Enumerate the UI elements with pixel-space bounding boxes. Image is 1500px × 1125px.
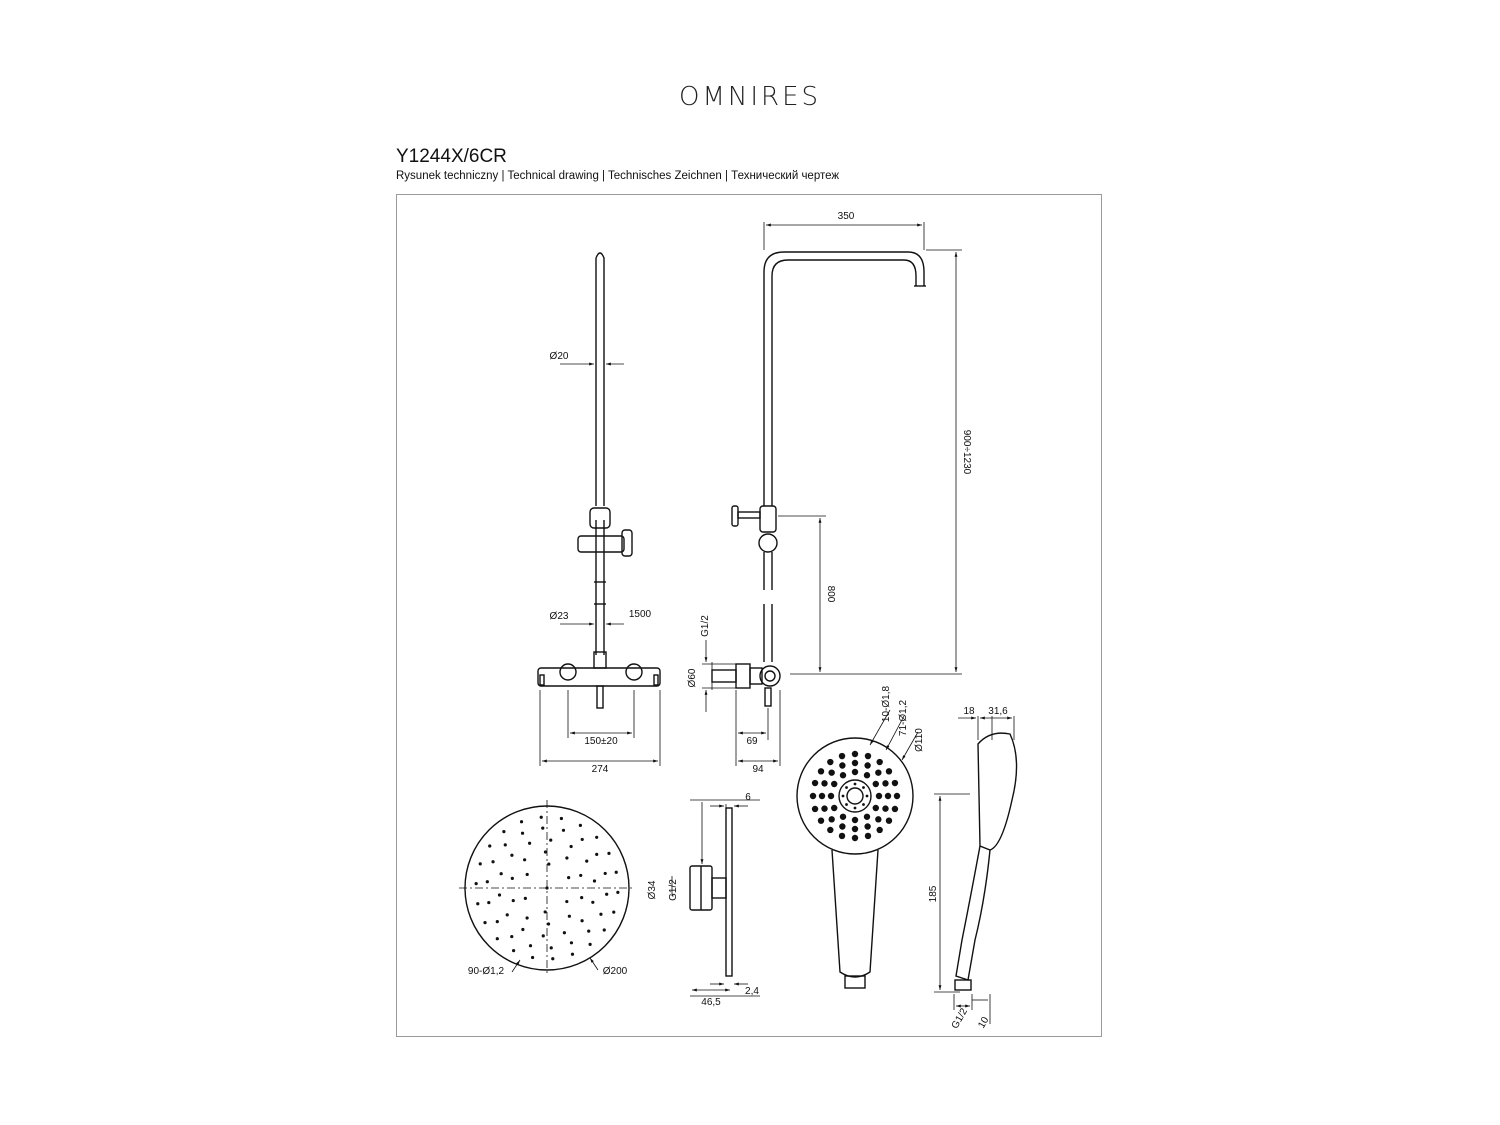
dim-pipe-diameter: Ø23: [550, 611, 569, 622]
hand-shower-side: [954, 732, 1018, 991]
drawing-frame: [396, 194, 1102, 1037]
head-nozzle-dots: [474, 815, 620, 961]
dim-head-thread: G1/2: [668, 879, 679, 901]
page-subtitle: Rysunek techniczny | Technical drawing |…: [396, 170, 840, 182]
dim-hand-thread: G1/2: [950, 1006, 971, 1031]
dim-hand-diameter: Ø110: [914, 728, 925, 752]
dim-riser-width: 350: [838, 211, 855, 222]
dim-depth-69: 69: [746, 736, 758, 747]
hand-shower-front: [796, 737, 914, 989]
dim-head-connector: Ø34: [647, 880, 658, 899]
dim-head-diameter: Ø200: [603, 966, 628, 977]
dim-rail-length: 1500: [629, 609, 652, 620]
dim-total-height: 900÷1230: [961, 430, 972, 475]
dim-valve-diameter: Ø60: [687, 668, 698, 687]
product-code: Y1244X/6CR: [396, 146, 507, 167]
dim-head-thickness: 6: [745, 792, 751, 803]
brand-logo: OMNIRES: [678, 82, 821, 112]
front-view: [537, 252, 661, 709]
dim-mixer-spacing: 150±20: [584, 736, 618, 747]
side-view: [711, 251, 926, 707]
dim-thread-side: G1/2: [700, 615, 711, 637]
dim-rail-diameter: Ø20: [550, 351, 569, 362]
rain-shower-side: [689, 807, 733, 977]
dim-depth-94: 94: [752, 764, 764, 775]
dim-hand-nozzles-outer: 10-Ø1,8: [881, 685, 892, 722]
dim-hand-thread-length: 10: [976, 1015, 991, 1031]
dim-hand-depth-316: 31,6: [988, 706, 1008, 717]
hand-nozzle-dots: [809, 750, 901, 842]
dim-hand-nozzles-inner: 71-Ø1,2: [898, 699, 909, 736]
dim-mixer-width: 274: [592, 764, 609, 775]
dim-head-nozzles: 90-Ø1,2: [468, 966, 505, 977]
dim-holder-height: 800: [825, 586, 836, 603]
dim-head-depth: 46,5: [701, 997, 721, 1008]
dim-hand-length: 185: [928, 885, 939, 902]
dim-head-plate: 2,4: [745, 986, 759, 997]
dim-hand-depth-18: 18: [963, 706, 975, 717]
